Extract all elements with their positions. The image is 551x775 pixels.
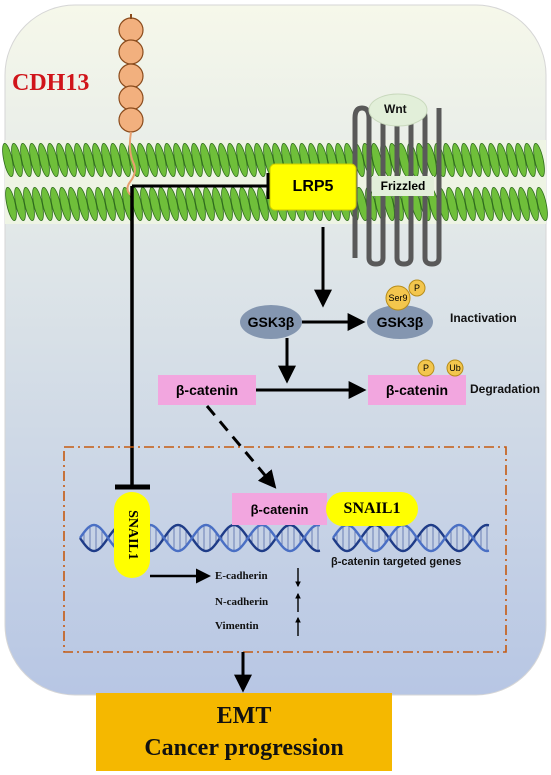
dna-helix-right bbox=[332, 523, 490, 553]
vimentin-label: Vimentin bbox=[215, 620, 259, 632]
bcatenin-cyto-box bbox=[158, 375, 256, 405]
bcatenin-cyto-label: β-catenin bbox=[175, 382, 239, 398]
phospho-label-catenin: P bbox=[422, 363, 429, 373]
snail1-promoter-label: SNAIL1 bbox=[125, 510, 140, 560]
phospho-label-ser9: P bbox=[413, 283, 420, 293]
gsk3b-inactive-label: GSK3β bbox=[376, 314, 424, 330]
gsk3b-inactive-shape bbox=[367, 305, 433, 339]
nucleus-boundary bbox=[63, 446, 507, 653]
frizzled-label: Frizzled bbox=[380, 179, 426, 193]
ubiquitin-circle bbox=[446, 359, 464, 377]
bcatenin-nuclear-translocation-arrow bbox=[205, 405, 277, 489]
bcatenin-degraded-label: β-catenin bbox=[385, 382, 449, 398]
bcatenin-nuclear-label: β-catenin bbox=[250, 501, 309, 517]
ubiquitin-label: Ub bbox=[449, 363, 461, 373]
emt-box bbox=[96, 693, 392, 771]
cell-body bbox=[4, 4, 547, 696]
cdh13-anchor-tail bbox=[126, 131, 136, 197]
lrp5-box bbox=[269, 163, 357, 211]
cdh13-label: CDH13 bbox=[12, 70, 90, 96]
ecadherin-label: E-cadherin bbox=[215, 570, 268, 582]
lrp5-label: LRP5 bbox=[292, 178, 334, 195]
wnt-label: Wnt bbox=[384, 102, 407, 116]
degradation-label: Degradation bbox=[470, 382, 541, 396]
ser9-label: Ser9 bbox=[388, 293, 408, 303]
bcatenin-nuclear-box bbox=[232, 493, 327, 525]
targeted-genes-label: β-catenin targeted genes bbox=[331, 556, 462, 568]
phospho-circle-catenin bbox=[417, 359, 435, 377]
snail1-promoter-box bbox=[114, 492, 150, 578]
frizzled-label-box bbox=[372, 176, 434, 196]
emt-label: EMT bbox=[216, 703, 272, 729]
bcatenin-degraded-box bbox=[368, 375, 466, 405]
snail1-nuclear-box bbox=[326, 492, 418, 526]
gsk3b-active-label: GSK3β bbox=[247, 314, 295, 330]
cdh13-protein bbox=[118, 14, 144, 133]
ser9-circle bbox=[385, 285, 411, 311]
phospho-circle-ser9 bbox=[408, 279, 426, 297]
snail1-nuclear-label: SNAIL1 bbox=[343, 500, 401, 517]
inactivation-label: Inactivation bbox=[450, 311, 517, 325]
wnt-ligand bbox=[368, 93, 428, 127]
ncadherin-label: N-cadherin bbox=[215, 596, 269, 608]
cancer-progression-label: Cancer progression bbox=[144, 735, 344, 761]
gsk3b-active-shape bbox=[240, 305, 302, 339]
